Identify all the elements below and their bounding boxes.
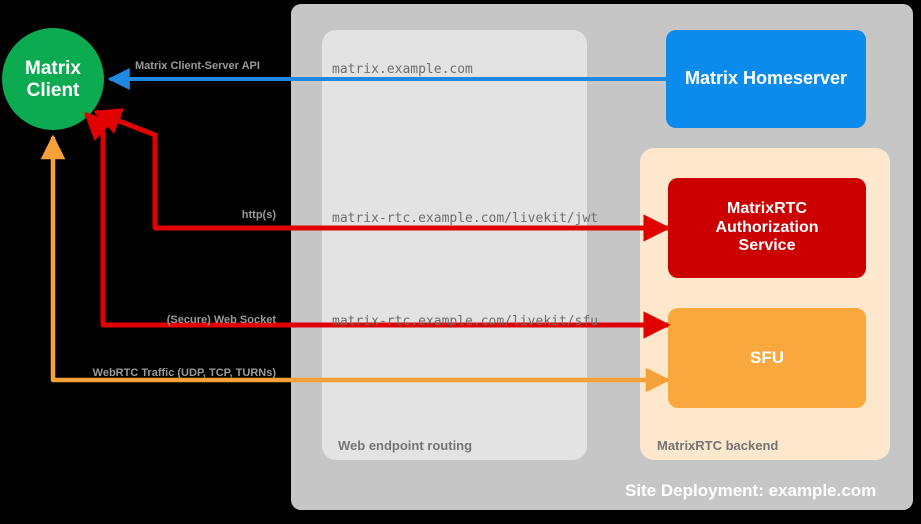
flow-label-http-s: http(s) bbox=[241, 209, 276, 221]
sfu-node[interactable] bbox=[668, 308, 866, 408]
matrixrtc-backend-caption: MatrixRTC backend bbox=[657, 438, 779, 453]
flow-webrtc-traffic bbox=[40, 134, 671, 393]
matrix-client-node[interactable] bbox=[2, 28, 104, 130]
web-endpoint-routing-panel bbox=[322, 30, 587, 460]
matrix-homeserver-node[interactable] bbox=[666, 30, 866, 128]
flow-label-webrtc-traffic: WebRTC Traffic (UDP, TCP, TURNs) bbox=[92, 367, 276, 379]
web-endpoint-routing-caption: Web endpoint routing bbox=[338, 438, 473, 453]
endpoint-url-livekit-jwt: matrix-rtc.example.com/livekit/jwt bbox=[332, 211, 599, 226]
endpoint-url-livekit-sfu: matrix-rtc.example.com/livekit/sfu bbox=[332, 314, 599, 329]
matrixrtc-authorization-service-node[interactable] bbox=[668, 178, 866, 278]
flow-label-secure-web-socket: (Secure) Web Socket bbox=[166, 314, 276, 326]
flow-label-matrix-client-server-api: Matrix Client-Server API bbox=[135, 60, 260, 72]
site-deployment-caption: Site Deployment: example.com bbox=[625, 481, 877, 500]
endpoint-url-matrix: matrix.example.com bbox=[332, 62, 473, 77]
